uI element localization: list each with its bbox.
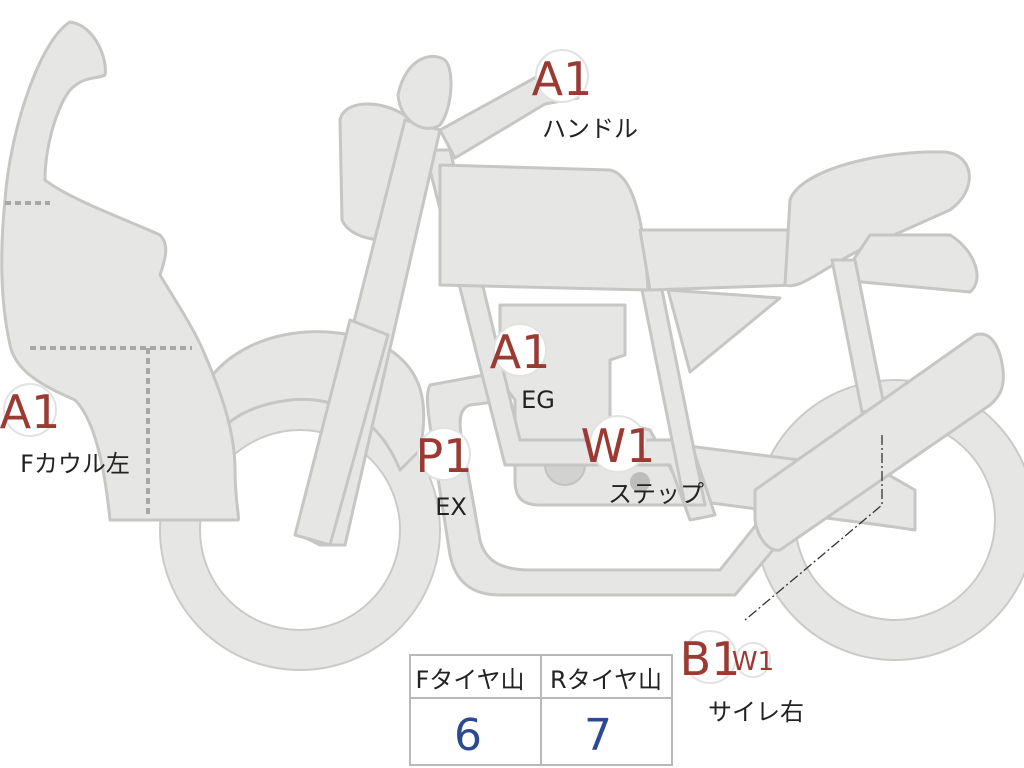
tire-table-header-rear: Rタイヤ山 <box>550 666 662 694</box>
marker-step-label: ステップ <box>608 480 704 508</box>
marker-engine: A1 EG <box>490 323 555 414</box>
fuel-tank <box>438 163 650 292</box>
side-panel <box>666 288 782 374</box>
marker-f-cowl-left-label: Fカウル左 <box>20 450 130 478</box>
motorcycle-illustration <box>0 20 1024 671</box>
muffler <box>753 332 1005 552</box>
seat <box>638 228 797 292</box>
marker-silencer-right: B1 W1 サイレ右 <box>680 630 804 726</box>
marker-handle-label: ハンドル <box>542 115 638 143</box>
mirror <box>396 54 453 130</box>
marker-exhaust-label: EX <box>435 493 467 521</box>
marker-engine-code: A1 <box>490 325 551 379</box>
tire-table: Fタイヤ山 Rタイヤ山 6 7 <box>409 654 673 766</box>
marker-silencer-right-code2: W1 <box>732 647 774 677</box>
marker-exhaust: P1 EX <box>415 427 473 521</box>
marker-f-cowl-left-code: A1 <box>0 385 60 439</box>
marker-exhaust-code: P1 <box>415 429 472 483</box>
tail-cowl <box>783 150 971 288</box>
marker-f-cowl-left: A1 Fカウル左 <box>0 383 130 478</box>
front-wheel <box>160 390 440 670</box>
marker-silencer-right-code: B1 <box>680 632 741 686</box>
marker-step: W1 ステップ <box>581 415 704 508</box>
front-cowl <box>0 20 240 522</box>
marker-handle: A1 ハンドル <box>532 49 638 143</box>
marker-engine-label: EG <box>521 386 555 414</box>
tire-table-value-rear: 7 <box>584 710 612 761</box>
marker-handle-code: A1 <box>532 52 593 106</box>
marker-step-code: W1 <box>581 419 656 473</box>
tire-table-value-front: 6 <box>454 710 482 761</box>
tire-table-header-front: Fタイヤ山 <box>415 666 524 694</box>
marker-silencer-right-label: サイレ右 <box>708 698 804 726</box>
